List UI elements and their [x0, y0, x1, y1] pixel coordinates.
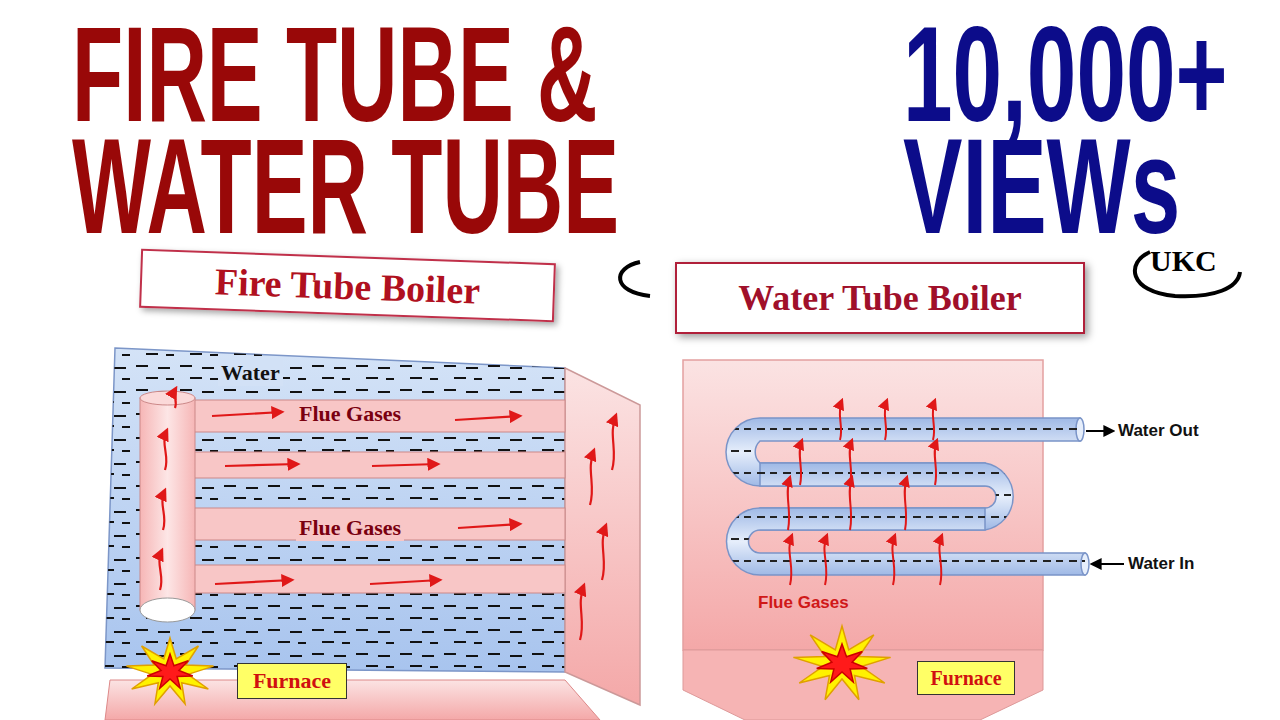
fire-tube-boiler [165, 400, 565, 432]
box-text: Fire Tube Boiler [214, 259, 481, 312]
flue-gas-arrow [933, 400, 935, 440]
flue-gas-arrow [789, 535, 792, 585]
flue-gas-arrow [370, 580, 440, 584]
box-text: Furnace [253, 668, 331, 694]
water-tube-boiler [683, 360, 1043, 650]
box-text: Water Tube Boiler [738, 277, 1021, 319]
flue-gas-arrow [788, 477, 790, 530]
fire-tube-boiler [165, 565, 565, 593]
flue-gas-arrow [580, 585, 584, 640]
part-label: Flue Gases [296, 401, 404, 427]
flue-gas-arrow [935, 440, 937, 485]
furnace-flame [793, 626, 890, 700]
water-tube-boiler [726, 418, 1085, 575]
logo-ring [620, 262, 650, 296]
logo-text: UKC [1150, 244, 1217, 278]
flue-gas-arrow [225, 464, 298, 466]
flue-gas-arrow [175, 388, 176, 408]
furnace-label-box: Furnace [917, 661, 1015, 695]
water-flow-arrow [1086, 431, 1124, 564]
water-flow-arrow [1086, 430, 1113, 432]
fire-tube-boiler [105, 348, 640, 720]
furnace-flame [127, 638, 214, 704]
flue-gas-arrow [840, 400, 842, 440]
flue-gas-arrow [788, 400, 942, 585]
part-label: Water [218, 360, 283, 386]
flue-gas-arrow [159, 388, 616, 640]
fire-tube-boiler [140, 398, 195, 610]
flue-gas-arrow [850, 440, 852, 485]
part-label: Flue Gases [758, 593, 849, 613]
furnace-flame [127, 638, 214, 704]
flue-gas-arrow [458, 524, 520, 528]
flue-gas-arrow [612, 415, 616, 470]
flue-gas-arrow [215, 580, 292, 584]
flue-gas-arrow [159, 550, 162, 590]
flue-gas-arrow [212, 412, 282, 416]
fire-tube-boiler [140, 391, 195, 405]
fire-tube-boiler [165, 452, 565, 478]
page-title: FIRE TUBE & WATER TUBE [72, 19, 667, 243]
furnace-label-box: Furnace [237, 663, 347, 699]
fire-tube-boiler [140, 598, 195, 622]
fire-tube-boiler [105, 348, 565, 672]
flue-gas-arrow [905, 477, 907, 530]
furnace-flame [817, 644, 868, 682]
flue-gas-arrow [164, 430, 167, 470]
flue-gas-arrow [162, 490, 165, 530]
flue-gas-arrow [939, 535, 942, 585]
title-box: Fire Tube Boiler [139, 249, 556, 323]
furnace-flame [147, 654, 193, 688]
flue-gas-arrow [602, 525, 606, 580]
furnace-flame [793, 626, 890, 700]
water-flow-arrow [1092, 563, 1124, 565]
flue-gas-arrow [455, 416, 520, 420]
flow-label: Water Out [1118, 421, 1199, 441]
fire-tube-boiler [140, 391, 565, 622]
title-box: Water Tube Boiler [675, 262, 1085, 334]
flue-gas-arrow [824, 535, 827, 585]
fire-tube-boiler [105, 348, 565, 672]
water-tube-boiler [683, 360, 1124, 720]
flue-gas-arrow [590, 450, 594, 505]
box-text: Furnace [930, 667, 1001, 690]
flue-gas-arrow [800, 440, 802, 485]
flue-gas-arrow [885, 400, 887, 440]
view-count: 10,000+ VIEWs [903, 19, 1280, 243]
water-tube-boiler [726, 418, 1085, 575]
flue-gas-arrow [372, 464, 438, 466]
flue-gas-arrow [892, 535, 895, 585]
flow-label: Water In [1128, 554, 1194, 574]
fire-tube-boiler [565, 368, 640, 705]
part-label: Flue Gases [296, 515, 404, 541]
water-tube-boiler [726, 418, 1089, 575]
fire-tube-boiler [165, 508, 565, 540]
